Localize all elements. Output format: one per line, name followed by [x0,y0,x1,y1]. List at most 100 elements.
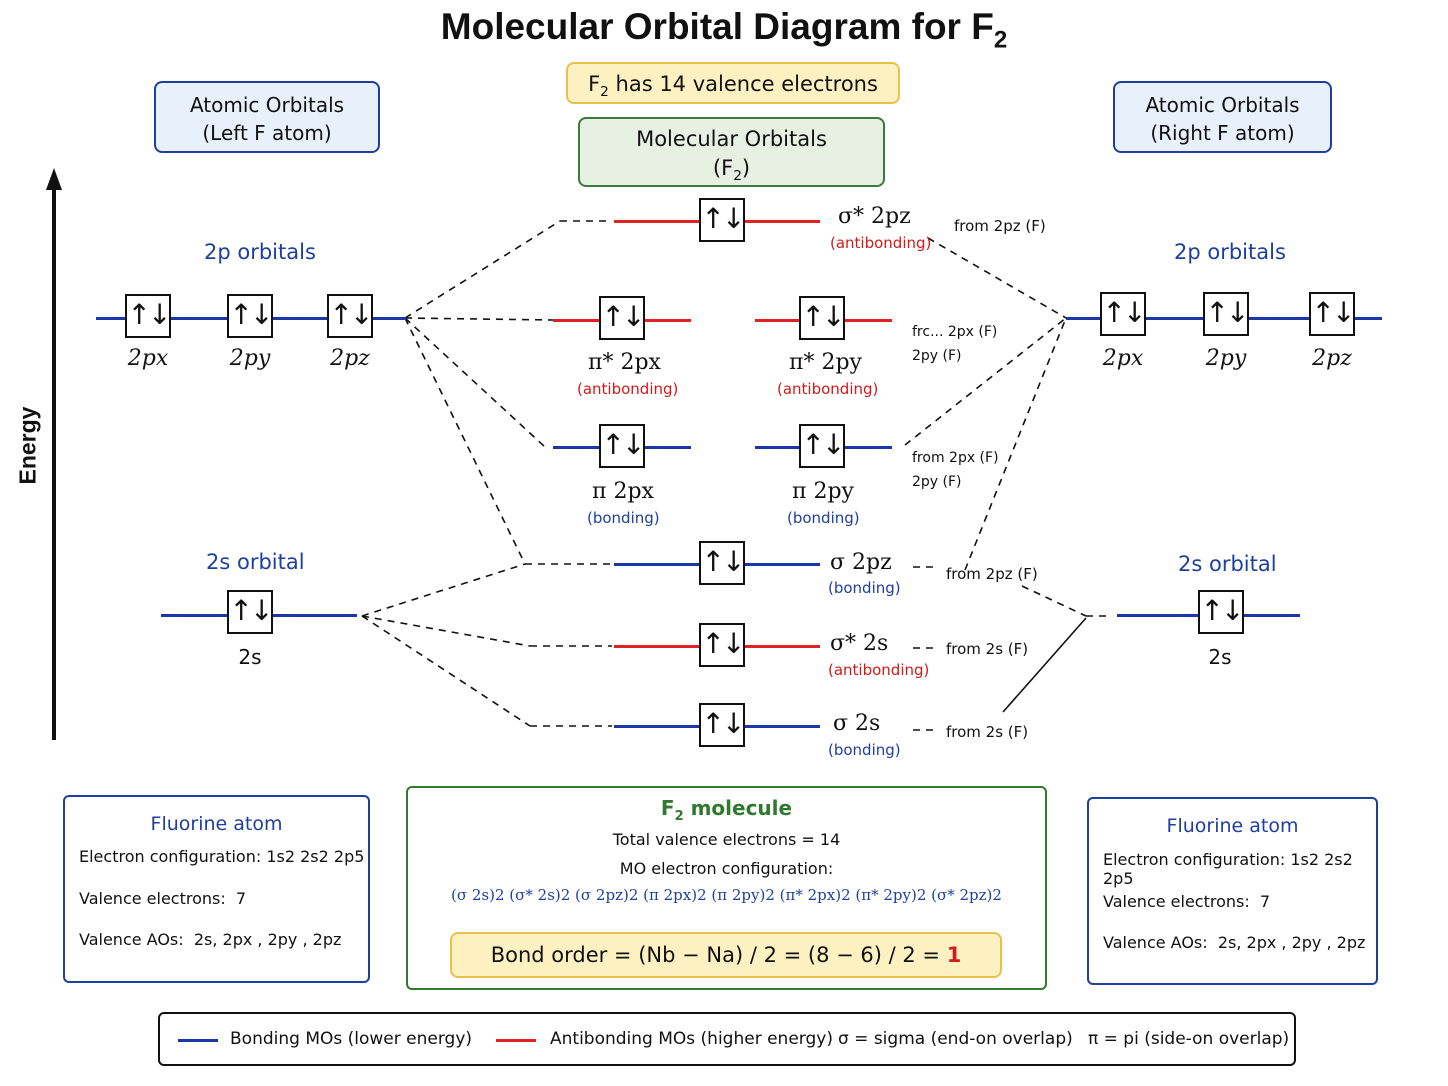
mo-sigma-star-2s-type: (antibonding) [828,661,930,679]
left-info-config-value: 1s2 2s2 2p5 [266,847,365,866]
mo-sigma-star-2pz-name: σ* 2pz [838,204,911,229]
corr-right-2s-a [1021,585,1087,617]
mo-sigma-2s-type: (bonding) [828,741,901,759]
mo-pi-2px-name: π 2px [592,479,654,504]
mo-pi-2py-electrons: ↑↓ [799,424,845,468]
header-left-atom: Atomic Orbitals (Left F atom) [154,81,380,153]
left-2pz-label: 2pz [330,346,370,371]
valence-note-text: has 14 valence electrons [608,72,878,96]
left-info-config-row: Electron configuration: 1s2 2s2 2p5 [79,847,364,866]
header-mo-line2: (F2) [580,154,883,191]
energy-axis [46,168,62,740]
corr-left-2s-sigma-star [361,615,531,647]
left-2s-label: 2s [238,645,262,669]
left-atom-info-box: Fluorine atom Electron configuration: 1s… [63,795,370,983]
mo-sigma-star-2pz-electrons: ↑↓ [699,198,745,242]
valence-note-sub: 2 [600,84,609,101]
legend-sigma-text: σ = sigma (end-on overlap) [838,1029,1073,1049]
molecule-title-pre: F [660,796,675,820]
corr-left-2p-pi [404,317,546,448]
legend-antibonding-swatch [496,1039,536,1042]
header-mo-line2-post: ) [741,156,751,180]
mo-sigma-2pz-source: from 2pz (F) [946,565,1038,583]
left-info-config-label: Electron configuration: [79,847,262,866]
right-info-aos-label: Valence AOs: [1103,933,1208,952]
mo-pi-star-2px-electrons: ↑↓ [599,296,645,340]
right-2s-label: 2s [1208,645,1232,669]
mo-pi-2py-name: π 2py [792,479,854,504]
mo-sigma-star-2pz-source: from 2pz (F) [954,217,1046,235]
left-info-aos-value: 2s, 2px , 2py , 2pz [193,930,342,949]
left-info-valence-label: Valence electrons: [79,889,226,908]
right-info-valence-label: Valence electrons: [1103,892,1250,911]
mo-sigma-star-2s-source: from 2s (F) [946,640,1029,658]
energy-axis-arrowhead [46,168,62,190]
mo-sigma-star-2s-name: σ* 2s [830,631,889,656]
left-2py-label: 2py [229,346,271,371]
right-info-config-row: Electron configuration: 1s2 2s2 2p5 [1103,850,1376,888]
mo-pi-star-2px-name: π* 2px [588,350,661,375]
corr-left-2p-sigma [404,317,526,565]
right-2px-electron-box: ↑↓ [1100,292,1146,336]
left-2px-electron-box: ↑↓ [125,294,171,338]
left-info-valence-value: 7 [235,889,247,908]
mo-sigma-2s-electrons: ↑↓ [699,703,745,747]
title-text: Molecular Orbital Diagram for F [440,6,994,47]
right-2py-electron-box: ↑↓ [1203,292,1249,336]
right-info-aos-value: 2s, 2px , 2py , 2pz [1217,933,1366,952]
legend-antibonding-text: Antibonding MOs (higher energy) [550,1029,833,1049]
right-2p-section-label: 2p orbitals [1174,240,1286,264]
left-2px-label: 2px [127,346,169,371]
molecule-info-title: F2 molecule [408,796,1045,824]
title-subscript: 2 [993,26,1008,54]
header-right-line1: Atomic Orbitals [1145,93,1300,117]
right-info-aos-row: Valence AOs: 2s, 2px , 2py , 2pz [1103,933,1365,952]
left-2py-electron-box: ↑↓ [227,294,273,338]
left-2pz-electron-box: ↑↓ [327,294,373,338]
corr-right-2s-b [1002,617,1087,713]
mo-pi-star-source: frc... 2px (F) 2py (F) [912,324,998,364]
valence-note-F: F [588,72,601,96]
right-2pz-electron-box: ↑↓ [1309,292,1355,336]
molecule-mo-config: (σ 2s)2 (σ* 2s)2 (σ 2pz)2 (π 2px)2 (π 2p… [451,886,1002,904]
left-2s-section-label: 2s orbital [206,550,305,574]
header-left-line2: (Left F atom) [202,121,332,145]
left-info-title: Fluorine atom [150,813,283,835]
mo-sigma-2s-name: σ 2s [833,711,881,736]
molecule-info-box: F2 molecule Total valence electrons = 14… [406,786,1047,990]
molecule-title-post: molecule [683,796,793,820]
right-atom-info-box: Fluorine atom Electron configuration: 1s… [1087,797,1378,985]
header-left-line1: Atomic Orbitals [189,93,345,117]
corr-left-2p-pi-star [404,317,554,321]
bond-order-value: 1 [946,943,962,967]
mo-pi-star-2py-name: π* 2py [789,350,862,375]
header-molecular-orbitals: Molecular Orbitals (F2) [578,117,885,187]
right-info-valence-value: 7 [1259,892,1271,911]
right-info-config-label: Electron configuration: [1103,850,1286,869]
bond-order-text: Bond order = (Nb − Na) / 2 = (8 − 6) / 2… [490,943,940,967]
mo-sigma-2pz-name: σ 2pz [830,550,892,575]
header-right-line2: (Right F atom) [1150,121,1295,145]
corr-left-2s-sigma2pz [361,563,526,617]
right-2px-label: 2px [1102,346,1144,371]
corr-right-2p-sigma [964,317,1067,571]
header-mo-line2-sub: 2 [733,168,742,185]
molecule-total-valence: Total valence electrons = 14 [612,830,841,849]
mo-pi-source: from 2px (F) 2py (F) [912,450,999,490]
right-2pz-label: 2pz [1312,346,1352,371]
left-2p-section-label: 2p orbitals [204,240,316,264]
mo-pi-star-2py-electrons: ↑↓ [799,296,845,340]
header-mo-line2-pre: (F [712,156,734,180]
mo-pi-2px-electrons: ↑↓ [599,424,645,468]
molecule-title-sub: 2 [674,809,684,824]
mo-sigma-star-2pz-type: (antibonding) [830,234,932,252]
corr-right-2p-sigma-star [927,237,1067,319]
header-right-atom: Atomic Orbitals (Right F atom) [1113,81,1332,153]
legend: Bonding MOs (lower energy) Antibonding M… [158,1012,1296,1066]
left-2s-electron-box: ↑↓ [227,590,273,634]
mo-pi-2py-type: (bonding) [787,509,860,527]
right-2s-electron-box: ↑↓ [1198,590,1244,634]
legend-pi-text: π = pi (side-on overlap) [1088,1029,1290,1049]
valence-note: F2 has 14 valence electrons [566,62,900,104]
